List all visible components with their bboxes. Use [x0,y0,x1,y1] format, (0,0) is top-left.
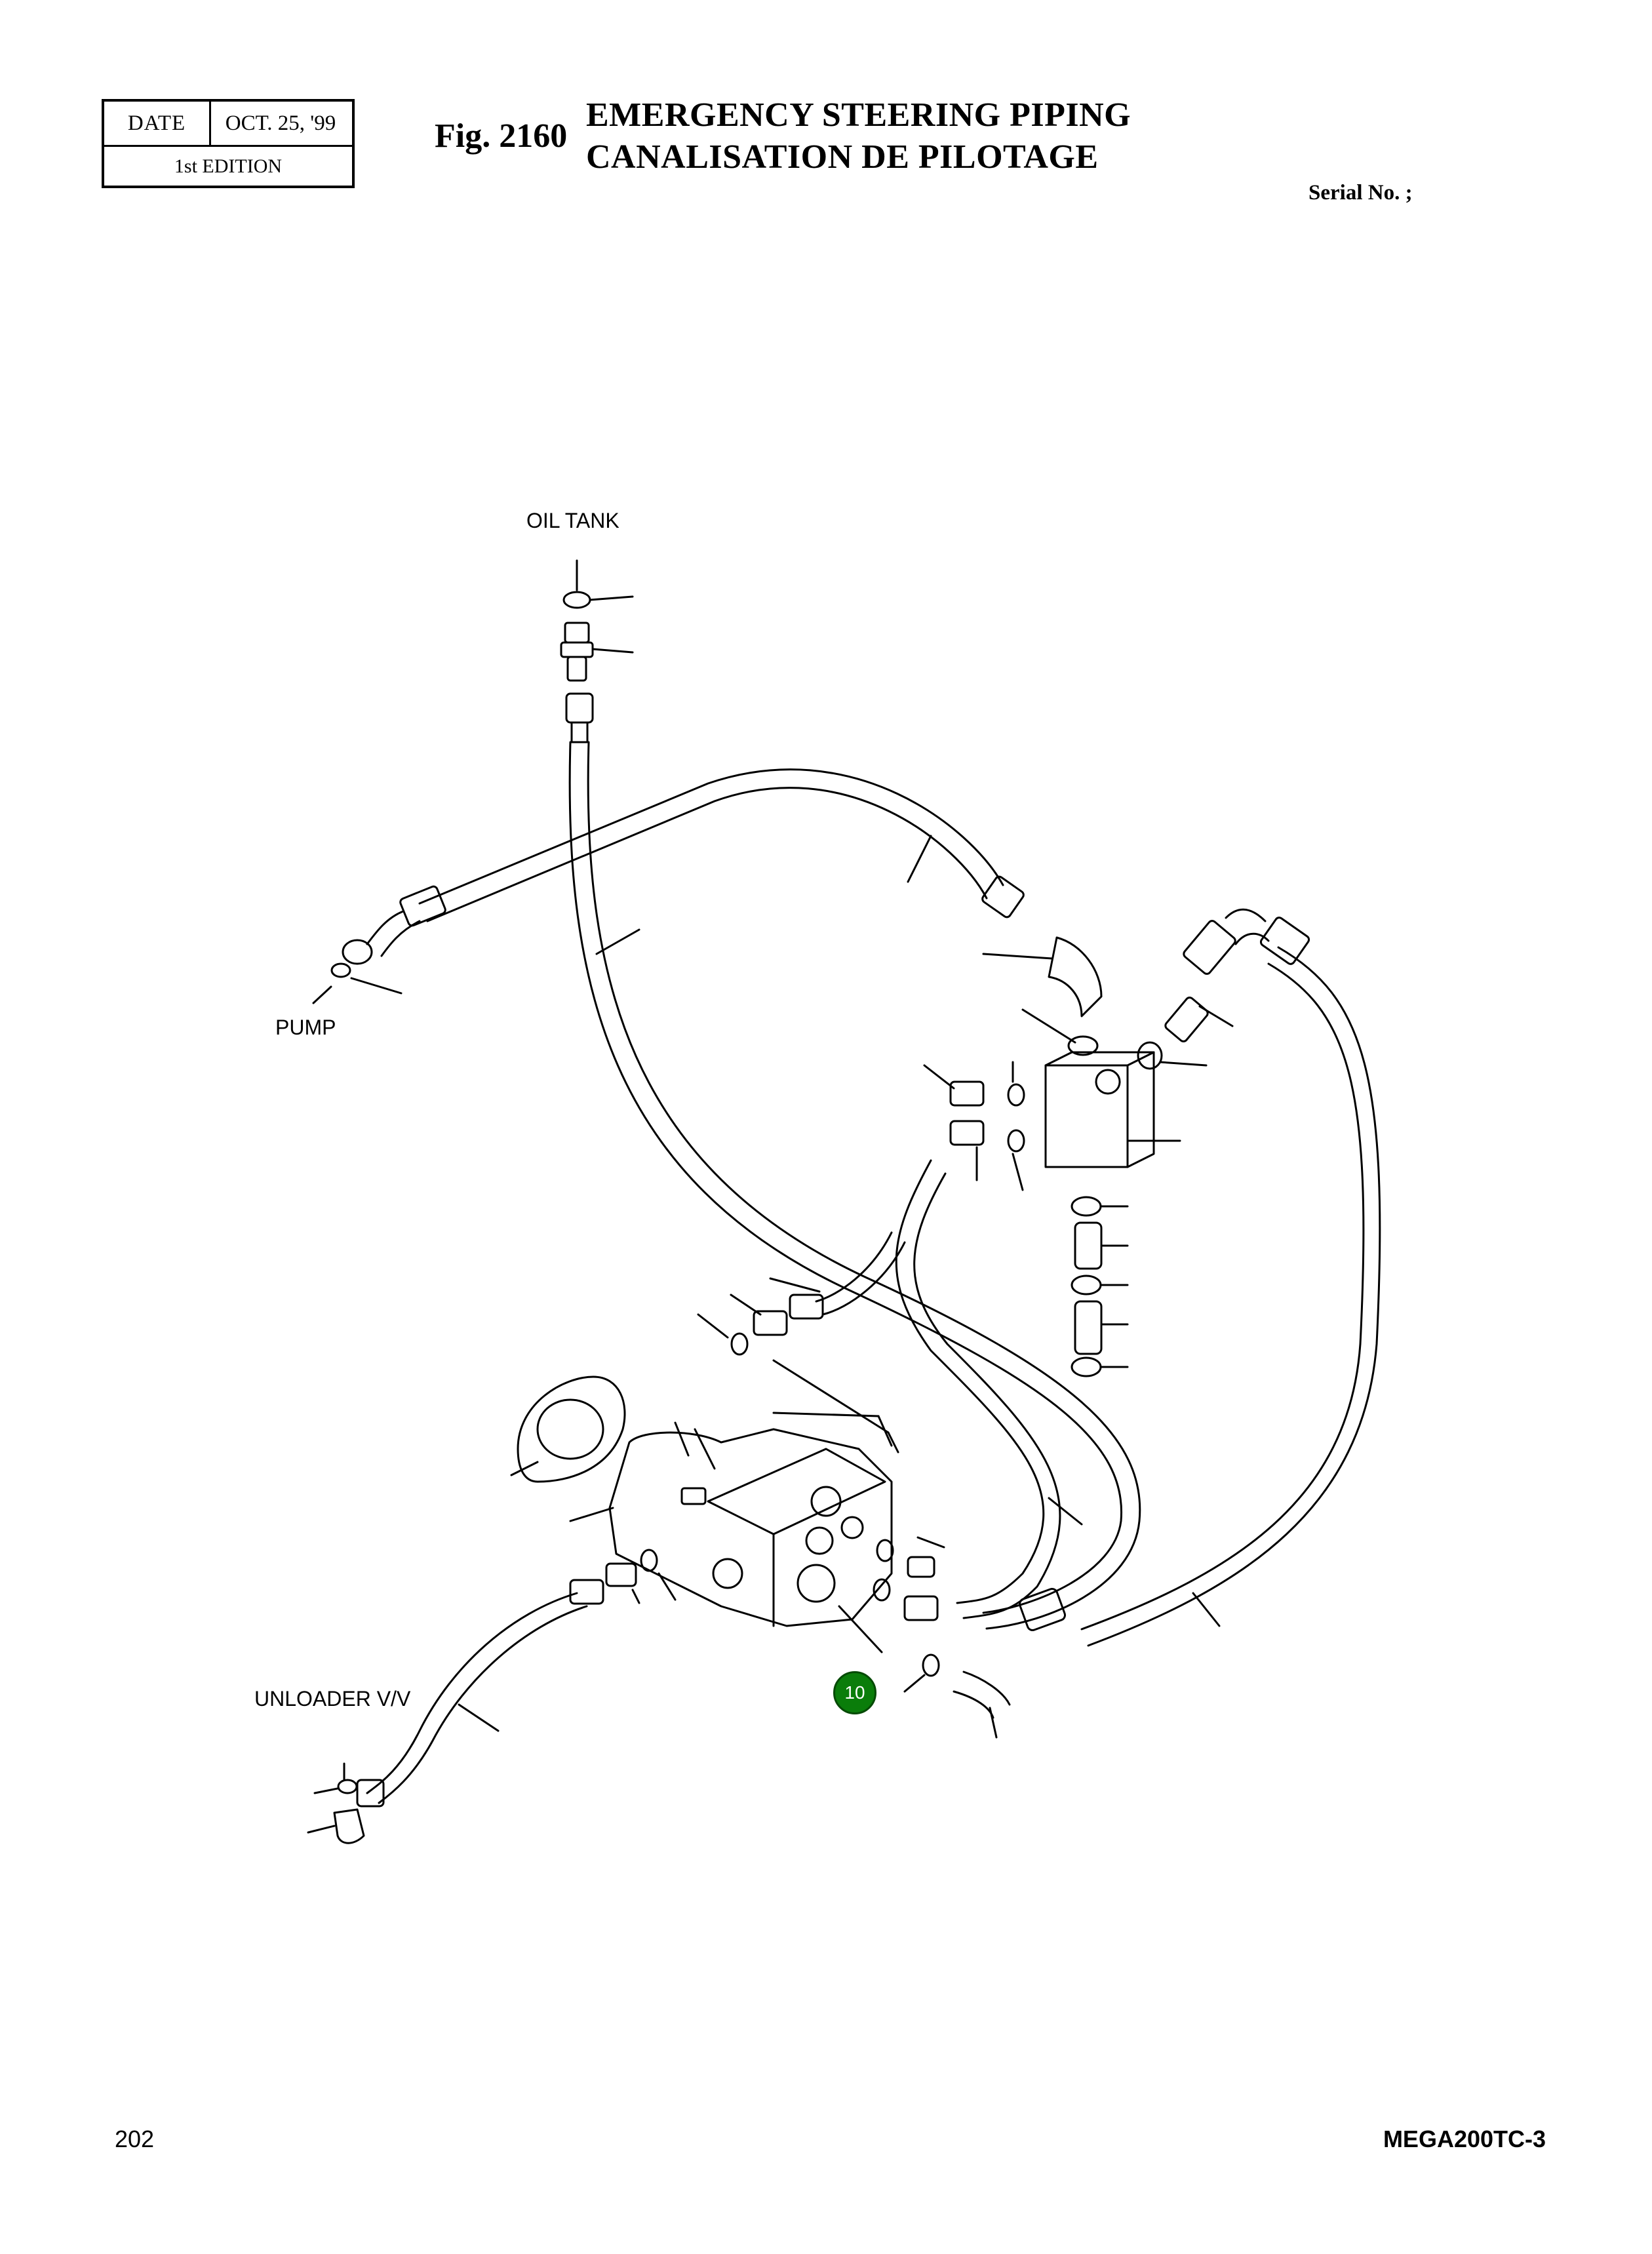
unloader-label: UNLOADER V/V [254,1687,411,1710]
date-row: DATE OCT. 25, '99 [104,102,352,147]
right-hose [1019,917,1381,1647]
middle-hoses [697,1159,1083,1619]
steering-unit-fittings [605,1536,1011,1739]
model-number: MEGA200TC-3 [1383,2125,1546,2152]
oil-tank-fittings [560,559,634,743]
valve-block-assembly [982,908,1270,1377]
date-label: DATE [104,102,211,145]
gasket [510,1375,626,1483]
title-french: CANALISATION DE PILOTAGE [586,138,1099,176]
steering-unit [569,1412,893,1627]
oil-tank-label: OIL TANK [526,509,620,532]
page-number: 202 [115,2125,155,2152]
date-value: OCT. 25, '99 [225,111,336,135]
figure-number: Fig. 2160 [435,117,568,155]
pump-hose [312,768,1025,1004]
block-side-fittings [923,1061,1025,1191]
title-english: EMERGENCY STEERING PIPING [586,96,1131,134]
unloader-hose [307,1579,604,1844]
pump-label: PUMP [275,1016,336,1039]
serial-number: Serial No. ; [1308,181,1413,205]
date-stamp-box: DATE OCT. 25, '99 1st EDITION [102,99,355,188]
edition-label: 1st EDITION [174,155,283,177]
oil-tank-hose [568,741,1141,1630]
part-callout-10[interactable]: 10 [833,1671,876,1714]
